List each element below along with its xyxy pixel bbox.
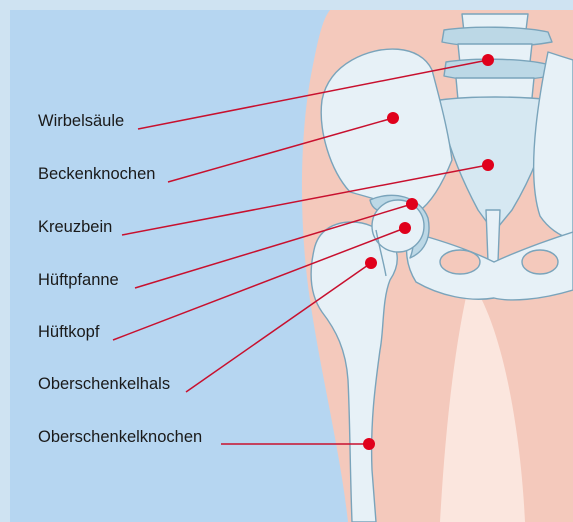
marker-dot-hueftkopf	[399, 222, 411, 234]
marker-dot-wirbelsaeule	[482, 54, 494, 66]
marker-dot-oberschenkelhals	[365, 257, 377, 269]
label-beckenknochen: Beckenknochen	[38, 164, 155, 184]
label-oberschenkelknochen: Oberschenkelknochen	[38, 427, 202, 447]
label-kreuzbein: Kreuzbein	[38, 217, 112, 237]
obturator-foramen-left	[440, 250, 480, 274]
coccyx-shape	[486, 210, 500, 262]
obturator-foramen-right	[522, 250, 558, 274]
label-oberschenkelhals: Oberschenkelhals	[38, 374, 170, 394]
label-hueftpfanne: Hüftpfanne	[38, 270, 119, 290]
marker-dot-hueftpfanne	[406, 198, 418, 210]
label-hueftkopf: Hüftkopf	[38, 322, 99, 342]
marker-dot-beckenknochen	[387, 112, 399, 124]
marker-dot-kreuzbein	[482, 159, 494, 171]
marker-dot-oberschenkelknochen	[363, 438, 375, 450]
label-wirbelsaeule: Wirbelsäule	[38, 111, 124, 131]
